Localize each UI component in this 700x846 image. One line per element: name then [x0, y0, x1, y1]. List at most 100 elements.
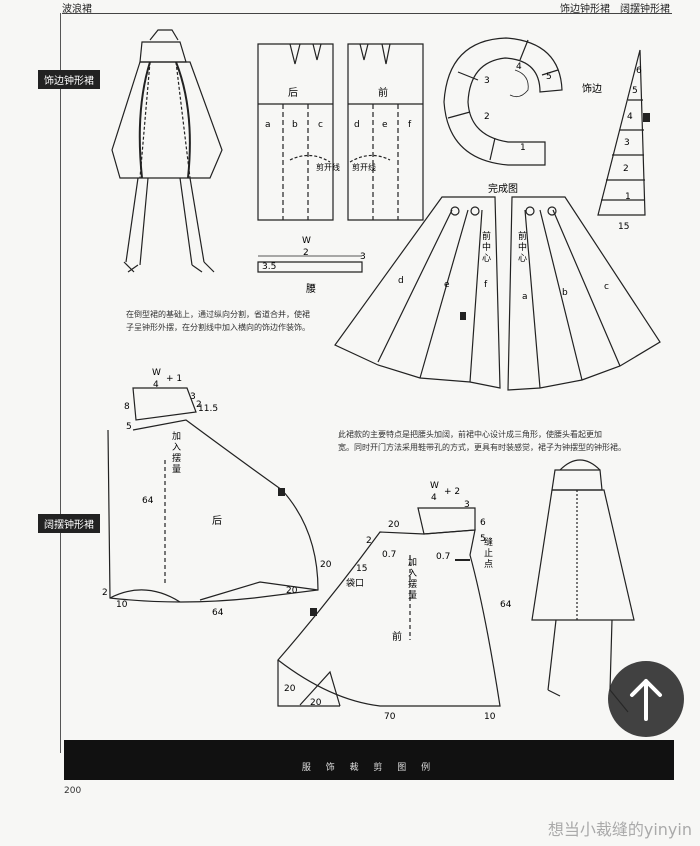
back-label-bottom: 后: [212, 516, 222, 527]
piece-e: e: [382, 120, 388, 130]
front-3: 3: [464, 500, 470, 510]
back-notch-marker: [278, 488, 285, 496]
cut-line-back: 剪开线: [316, 163, 340, 172]
back-hem-width: 64: [212, 608, 224, 618]
strip-num-1: 1: [625, 192, 631, 202]
waistband-3: 3: [360, 252, 366, 262]
back-flare: 加入摆量: [172, 432, 182, 475]
back-w: W: [152, 368, 161, 378]
strip-num-4: 4: [627, 112, 633, 122]
front-flare: 加入摆量: [408, 558, 418, 601]
back-pattern-piece: [257, 43, 334, 221]
ruffle-label: 饰边: [582, 84, 602, 95]
spiral-num-5: 5: [546, 72, 552, 82]
spiral-num-4: 4: [516, 62, 522, 72]
strip-num-5: 5: [632, 86, 638, 96]
ruffle-skirt-illustration: [111, 29, 223, 273]
front-stop: 缝止点: [484, 538, 494, 570]
back-plus: + 1: [166, 374, 183, 384]
spiral-num-3: 3: [484, 76, 490, 86]
piece-c: c: [318, 120, 323, 130]
front-center-left: 前中心: [482, 232, 492, 264]
back-8: 8: [124, 402, 130, 412]
piece-a: a: [265, 120, 271, 130]
front-label: 前: [378, 88, 388, 99]
page-number: 200: [64, 786, 82, 796]
back-20-hem: 20: [286, 586, 298, 596]
strip-marker: [643, 113, 650, 122]
footer-banner: 服 饰 裁 剪 图 例: [64, 740, 674, 780]
finished-flat-drawing: [334, 196, 661, 391]
front-center-right: 前中心: [518, 232, 528, 264]
watermark: 想当小裁缝的yinyin: [547, 820, 692, 839]
strip-num-6: 6: [636, 66, 642, 76]
waistband-3-5: 3.5: [262, 262, 277, 272]
front-plus: + 2: [444, 487, 461, 497]
cut-line-front: 剪开线: [352, 163, 376, 172]
back-2-hem: 2: [102, 588, 108, 598]
scroll-to-top-button[interactable]: [608, 661, 684, 737]
section-tag-wide-skirt: 阔摆钟形裙: [38, 514, 100, 533]
finished-d: d: [398, 276, 404, 286]
finished-f: f: [484, 280, 488, 290]
back-4: 4: [153, 380, 159, 390]
front-pattern-piece: [347, 43, 424, 221]
front-6: 6: [480, 518, 486, 528]
back-2: 2: [196, 400, 202, 410]
running-head-left: 波浪裙: [62, 4, 92, 15]
front-notch-marker: [310, 608, 317, 616]
front-20-b: 20: [310, 698, 322, 708]
waistband-label: 腰: [306, 284, 316, 295]
back-label: 后: [288, 88, 298, 99]
front-hem-width: 70: [384, 712, 396, 722]
front-2: 2: [366, 536, 372, 546]
back-11-5: 11.5: [198, 404, 219, 414]
strip-num-2: 2: [623, 164, 629, 174]
finished-a: a: [522, 292, 528, 302]
header-rule: [62, 13, 672, 14]
top-description-line-1: 在倒型裙的基础上，通过纵向分割，省道合并，使裙: [126, 310, 310, 319]
front-pocket: 袋口: [346, 579, 365, 589]
front-20-a: 20: [284, 684, 296, 694]
front-length: 64: [500, 600, 512, 610]
back-10: 10: [116, 600, 128, 610]
waistband-w: W: [302, 236, 311, 246]
finished-b: b: [562, 288, 568, 298]
top-description-line-2: 子呈钟形外摆，在分割线中加入横向的饰边作装饰。: [126, 323, 310, 332]
finished-c: c: [604, 282, 609, 292]
front-15: 15: [356, 564, 368, 574]
front-label-bottom: 前: [392, 632, 402, 643]
spiral-ruffle-piece: [443, 37, 563, 166]
running-head-right: 饰边钟形裙 阔摆钟形裙: [560, 4, 670, 15]
back-length: 64: [142, 496, 154, 506]
waistband-2: 2: [303, 248, 309, 258]
margin-rule: [60, 13, 61, 753]
spiral-num-1: 1: [520, 143, 526, 153]
back-3: 3: [190, 392, 196, 402]
finished-e: e: [444, 280, 450, 290]
bottom-description-line-1: 此裙款的主要特点是把腰头加阔，前裙中心设计成三角形，使腰头看起更加: [338, 430, 602, 439]
arrow-up-icon: [630, 679, 662, 721]
piece-f: f: [408, 120, 412, 130]
front-0-7a: 0.7: [382, 550, 397, 560]
wide-skirt-illustration: [531, 459, 635, 713]
section-tag-ruffle-skirt: 饰边钟形裙: [38, 70, 100, 89]
finished-label: 完成图: [488, 184, 518, 195]
front-4: 4: [431, 493, 437, 503]
bottom-description-line-2: 宽。同时开门方法采用鞋带孔的方式，更具有时装感觉，裙子为钟摆型的钟形裙。: [338, 443, 626, 452]
back-20-side: 20: [320, 560, 332, 570]
front-10: 10: [484, 712, 496, 722]
strip-num-3: 3: [624, 138, 630, 148]
footer-banner-text: 服 饰 裁 剪 图 例: [301, 763, 437, 773]
back-5: 5: [126, 422, 132, 432]
front-5: 5: [480, 534, 486, 544]
ruffle-width: 15: [618, 222, 630, 232]
wide-skirt-back-piece: [107, 387, 319, 603]
piece-d: d: [354, 120, 360, 130]
wide-skirt-front-piece: [277, 507, 501, 707]
front-w: W: [430, 481, 439, 491]
finished-marker: [460, 312, 466, 320]
spiral-num-2: 2: [484, 112, 490, 122]
